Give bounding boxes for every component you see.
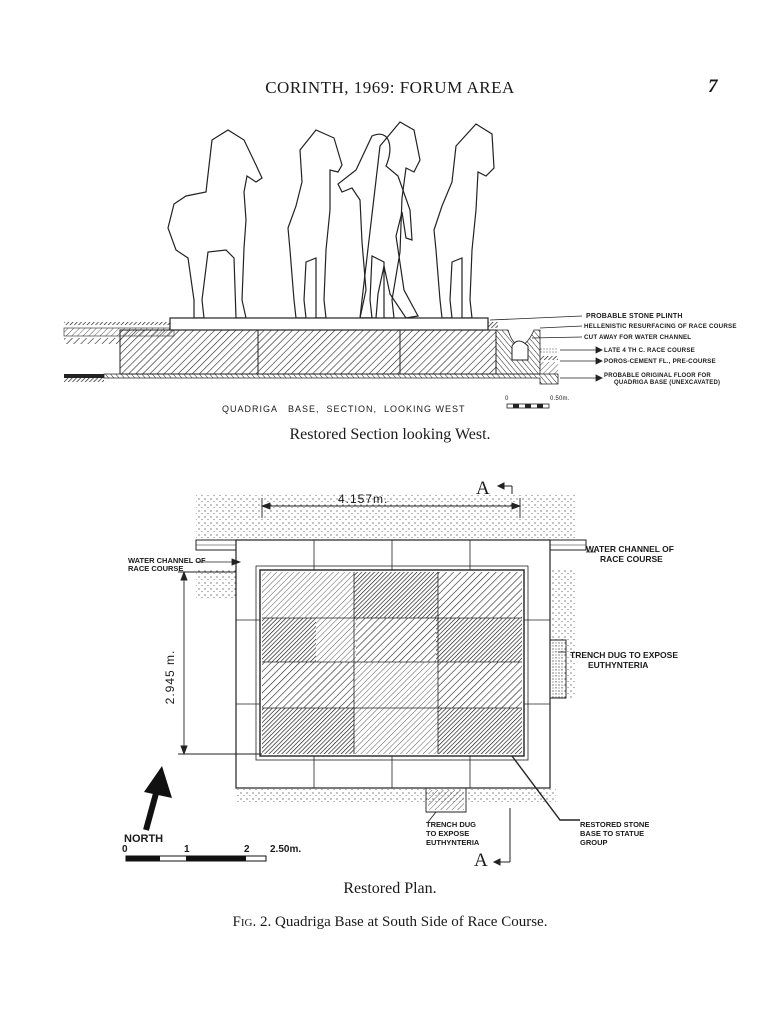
plan-ground-stipple [196, 494, 576, 804]
restored-base-slabs [259, 569, 525, 757]
section-caption: Restored Section looking West. [289, 426, 491, 443]
north-arrow-icon [143, 766, 172, 831]
quadriga-base-blocks [64, 329, 559, 385]
plan-scale-bar [125, 855, 267, 862]
trench-right [550, 639, 567, 699]
section-scale-bar [506, 403, 550, 409]
restored-base-line2: BASE TO STATUE [580, 829, 645, 838]
water-channel-arrows [196, 551, 596, 566]
restored-base-line3: GROUP [580, 838, 608, 847]
restored-base-line1: RESTORED STONE [580, 820, 650, 829]
water-channel-right-line1: WATER CHANNEL OF [586, 544, 674, 554]
height-dimension-label: 2.945 m. [163, 649, 177, 705]
label-hellenistic-resurfacing: HELLENISTIC RESURFACING OF RACE COURSE [584, 323, 737, 330]
width-dimension-label: 4.157m. [338, 492, 389, 506]
label-cut-away: CUT AWAY FOR WATER CHANNEL [584, 334, 692, 341]
plan-caption: Restored Plan. [343, 880, 437, 897]
figure-caption: Fig. 2. Quadriga Base at South Side of R… [0, 914, 780, 931]
stone-plinth [169, 317, 489, 331]
section-title: QUADRIGA BASE, SECTION, LOOKING WEST [222, 404, 466, 414]
section-scale-end: 0.50m. [550, 396, 570, 402]
label-original-floor-2: QUADRIGA BASE (UNEXCAVATED) [614, 380, 721, 386]
restored-base-label: RESTORED STONE BASE TO STATUE GROUP [580, 820, 649, 847]
water-channel-right-label: WATER CHANNEL OF RACE COURSE [586, 544, 674, 564]
section-leaders [489, 315, 603, 382]
width-dimension [260, 498, 522, 518]
restored-base-leader [511, 755, 580, 821]
trench-bottom-line1: TRENCH DUG [426, 820, 476, 829]
north-label: NORTH [124, 833, 164, 845]
label-late-4th-race-course: LATE 4 TH C. RACE COURSE [604, 347, 695, 354]
water-channel-left-label: WATER CHANNEL OF RACE COURSE [128, 557, 206, 573]
trench-bottom-line3: EUTHYNTERIA [426, 838, 480, 847]
running-title: CORINTH, 1969: FORUM AREA [265, 78, 515, 97]
trench-right-line1: TRENCH DUG TO EXPOSE [570, 650, 678, 660]
section-scale-start: 0 [505, 396, 509, 402]
section-marker-a-top: A [476, 478, 490, 499]
label-poros-cement: POROS-CEMENT FL., PRE-COURSE [604, 358, 716, 365]
section-marker-a-bottom: A [474, 850, 488, 871]
scale-tick-2: 2 [244, 844, 250, 855]
page-number: 7 [708, 76, 718, 97]
trench-bottom-label: TRENCH DUG TO EXPOSE EUTHYNTERIA [426, 820, 479, 847]
quadriga-horses [167, 121, 495, 319]
scale-tick-1: 1 [184, 844, 190, 855]
trench-right-label: TRENCH DUG TO EXPOSE EUTHYNTERIA [570, 650, 678, 670]
water-channel-cut [488, 322, 558, 375]
trench-right-line2: EUTHYNTERIA [588, 660, 649, 670]
scale-tick-0: 0 [122, 844, 128, 855]
section-marker-top [496, 482, 513, 494]
figure-caption-text: Quadriga Base at South Side of Race Cour… [275, 914, 548, 930]
water-channel-right-line2: RACE COURSE [600, 554, 663, 564]
figure-label: Fig. 2. [232, 914, 272, 930]
water-channel-left-line2: RACE COURSE [128, 564, 184, 573]
trench-bottom-line2: TO EXPOSE [426, 829, 470, 838]
water-channel-left-line1: WATER CHANNEL OF [128, 556, 206, 565]
label-stone-plinth: PROBABLE STONE PLINTH [586, 313, 683, 320]
label-original-floor: PROBABLE ORIGINAL FLOOR FOR [604, 373, 711, 379]
trench-bottom [425, 788, 467, 823]
height-dimension [178, 570, 262, 756]
section-marker-bottom [492, 808, 511, 866]
scale-tick-end: 2.50m. [270, 844, 302, 855]
